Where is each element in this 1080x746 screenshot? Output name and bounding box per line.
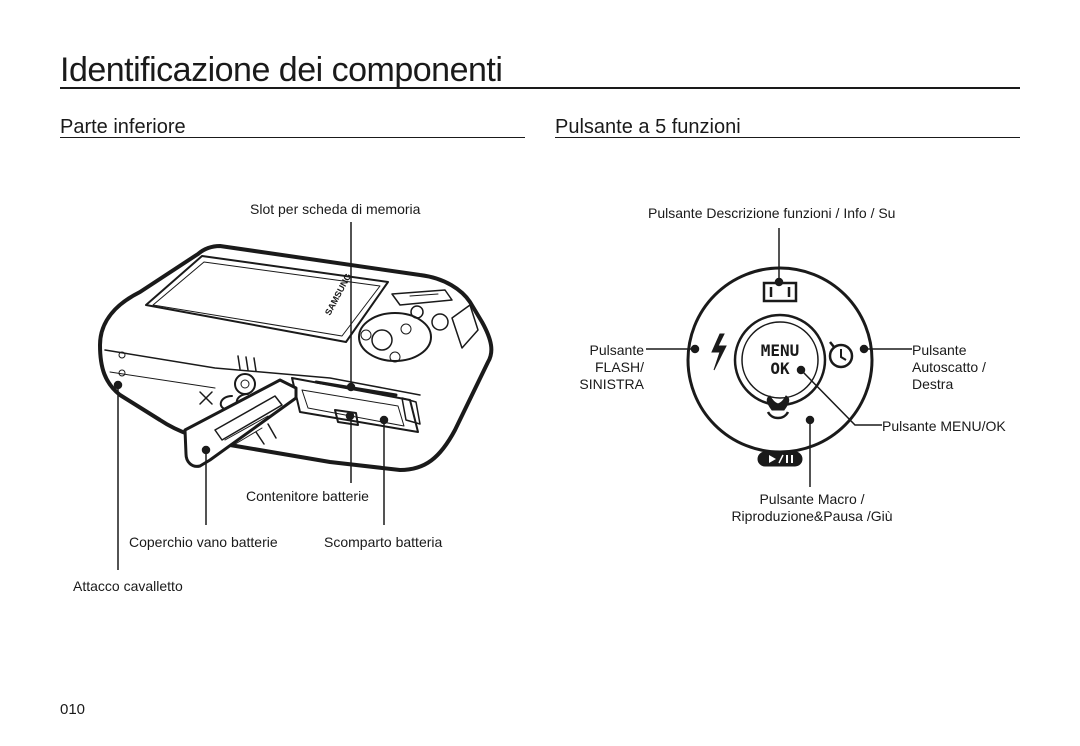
label-menu-ok-button: Pulsante MENU/OK (882, 418, 1006, 434)
label-battery-compartment: Scomparto batteria (324, 534, 443, 550)
label-battery-cover: Coperchio vano batterie (129, 534, 278, 550)
leader-lines-right (646, 228, 912, 487)
label-battery-holder: Contenitore batterie (246, 488, 369, 504)
ok-button-text: OK (770, 359, 790, 378)
label-memory-card-slot: Slot per scheda di memoria (250, 201, 421, 217)
menu-button-text: MENU (761, 341, 800, 360)
camera-illustration: SAMSUNG (98, 244, 494, 472)
section-rule-right (555, 137, 1020, 138)
section-title-5-function-button: Pulsante a 5 funzioni (555, 116, 741, 138)
leader-lines-left (113, 222, 389, 570)
label-self-timer-right-button: Pulsante Autoscatto / Destra (912, 342, 986, 392)
label-info-up-button: Pulsante Descrizione funzioni / Info / S… (648, 205, 896, 221)
title-rule (60, 87, 1020, 89)
label-flash-left-button: Pulsante FLASH/ SINISTRA (579, 342, 644, 392)
section-rule-left (60, 137, 525, 138)
label-macro-down-button: Pulsante Macro / Riproduzione&Pausa /Giù (731, 491, 893, 524)
label-tripod-socket: Attacco cavalletto (73, 578, 183, 594)
section-title-bottom-view: Parte inferiore (60, 116, 186, 138)
page-title: Identificazione dei componenti (60, 51, 503, 89)
page-number: 010 (60, 701, 86, 718)
